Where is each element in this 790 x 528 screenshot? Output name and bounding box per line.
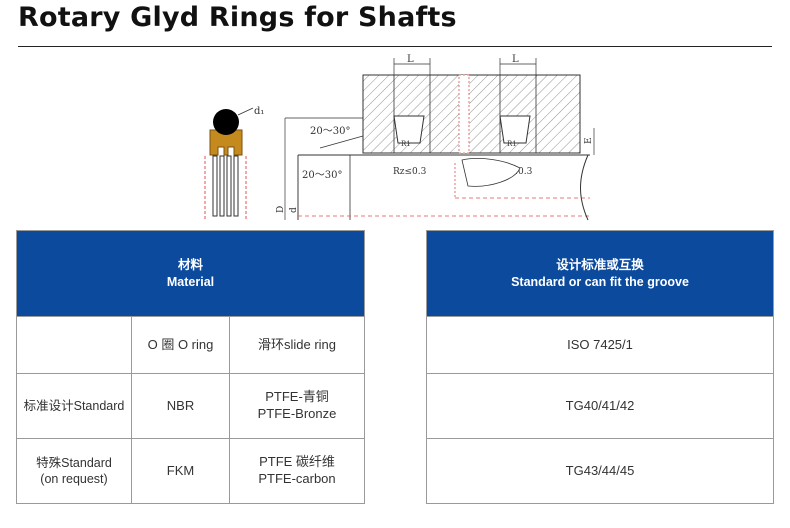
slide-special-line2: PTFE-carbon: [258, 471, 336, 486]
material-header: 材料 Material: [15, 230, 366, 317]
cell-o-ring-special: FKM: [131, 438, 230, 504]
cell-slide-ring-special: PTFE 碳纤维 PTFE-carbon: [228, 438, 366, 504]
corner-cell: [16, 316, 132, 374]
label-L-left: L: [407, 54, 414, 65]
o-ring-shape: [213, 109, 239, 135]
slide-standard-line1: PTFE-青铜: [265, 389, 329, 405]
material-header-cn: 材料: [178, 257, 204, 272]
special-label-line1: 特殊Standard: [36, 455, 112, 470]
cell-slide-ring-standard: PTFE-青铜 PTFE-Bronze: [228, 373, 366, 439]
groove-header-en: Standard or can fit the groove: [511, 274, 689, 289]
groove-row-tg43: TG43/44/45: [426, 438, 774, 504]
label-E: E: [584, 137, 594, 144]
label-r-left: R1: [401, 140, 411, 148]
technical-drawing: d₁ L L R1 R1 Rz≤0.3 Rz≤0.3: [204, 54, 595, 221]
groove-row-tg40: TG40/41/42: [426, 373, 774, 439]
groove-standard-table: 设计标准或互换 Standard or can fit the groove I…: [426, 230, 774, 504]
label-angle-bottom: 20～30°: [302, 170, 342, 181]
label-D: D: [276, 206, 286, 213]
groove-right: [499, 115, 531, 144]
ring-cross-section: d₁: [204, 106, 264, 220]
cell-o-ring-standard: NBR: [131, 373, 230, 439]
page-title: Rotary Glyd Rings for Shafts: [18, 2, 457, 33]
col-o-ring: O 圈 O ring: [131, 316, 230, 374]
label-rz-left: Rz≤0.3: [393, 167, 427, 177]
groove-assembly-drawing: L L R1 R1 Rz≤0.3 Rz≤0.3 20～30° 20～30° D …: [276, 54, 595, 221]
label-r-right: R1: [507, 140, 517, 148]
groove-header: 设计标准或互换 Standard or can fit the groove: [426, 230, 774, 317]
material-header-en: Material: [166, 274, 215, 289]
row-label-standard: 标准设计Standard: [16, 373, 132, 439]
col-slide-ring: 滑环slide ring: [228, 316, 366, 374]
slide-ring-shape: [209, 129, 243, 156]
label-d1: d₁: [254, 106, 264, 117]
special-label-line2: (on request): [40, 472, 108, 486]
slide-special-line1: PTFE 碳纤维: [259, 454, 335, 470]
material-table: 材料 Material O 圈 O ring 滑环slide ring 标准设计…: [15, 230, 366, 504]
groove-left: [393, 115, 425, 144]
row-label-special: 特殊Standard (on request): [16, 438, 132, 504]
label-L-right: L: [512, 54, 519, 65]
groove-header-cn: 设计标准或互换: [556, 257, 644, 272]
label-d: d: [289, 207, 299, 213]
label-angle-top: 20～30°: [310, 126, 350, 137]
groove-row-iso: ISO 7425/1: [426, 316, 774, 374]
slide-standard-line2: PTFE-Bronze: [257, 406, 337, 421]
title-divider: [18, 46, 772, 47]
